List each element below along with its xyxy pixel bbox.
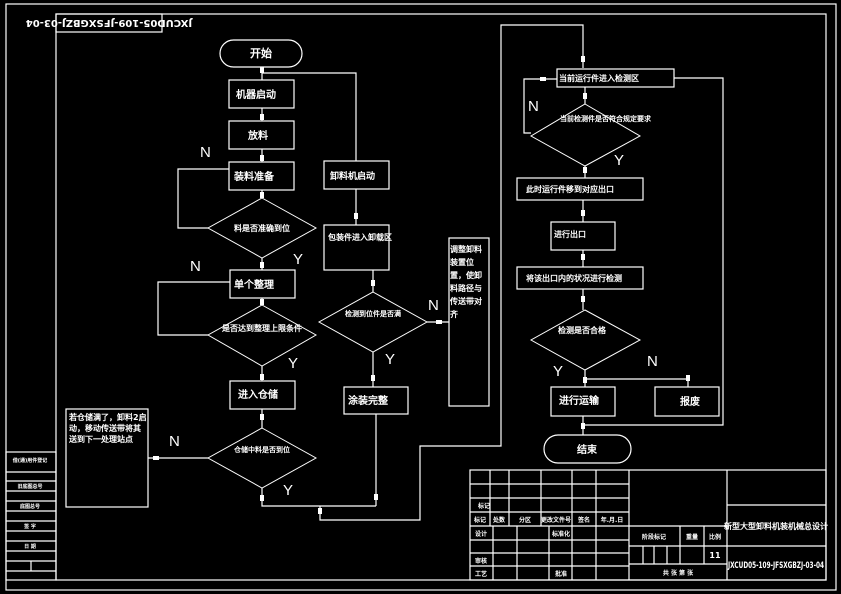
left-side-note-box: [65, 408, 149, 508]
enter-bin-label: 进入仓储: [238, 388, 278, 401]
yes-label: Y: [288, 355, 298, 372]
discard-box: [654, 386, 720, 417]
drawing-code: JXCUD05-109-JFSXGBZJ-03-04: [727, 561, 824, 571]
left-strip: 借(通)用件登记 旧底图总号 底图总号 签 字 日 期: [5, 451, 57, 581]
tb-header: 年.月.日: [601, 516, 624, 524]
decision-detect-label: 当前检测件是否符合规定要求: [560, 114, 652, 123]
decision-arrange-label: 是否达到整理上限条件: [221, 323, 302, 333]
no-label: N: [169, 433, 180, 450]
yes-label: Y: [614, 152, 624, 169]
decision-pack-label: 检测到位件是否满: [345, 309, 401, 318]
left-side-note-text: 若仓储满了，卸料2启动，移动传送带将其送到下一处理站点: [69, 413, 147, 444]
item-enter-label: 当前运行件进入检测区: [559, 73, 639, 83]
machine-start-label: 机器启动: [236, 88, 276, 101]
no-label: N: [190, 258, 201, 275]
decision-defect-label: 检测是否合格: [558, 325, 607, 335]
decision-bin-label: 仓储中料是否到位: [233, 445, 290, 454]
tb-review: 审核: [475, 557, 487, 565]
tb-mark: 标记: [477, 502, 490, 510]
pack-enter-box: [323, 224, 390, 271]
no-label: N: [528, 98, 539, 115]
middle-side-note-text: 调整卸料装置位置，使卸料路径与传送带对齐: [450, 245, 482, 319]
middle-side-note-box: [448, 237, 490, 407]
top-code-text: JXCUD05-109-JFSXGBZJ-03-04: [26, 17, 193, 28]
end-terminal: [543, 434, 632, 464]
outer-frame: [5, 3, 837, 591]
exit-port-label: 进行出口: [554, 229, 586, 239]
complete-label: 涂装完整: [348, 394, 388, 407]
tb-process: 工艺: [475, 570, 487, 578]
tb-sheet-count: 11: [709, 551, 721, 560]
tb-approve: 批准: [555, 570, 567, 578]
end-label: 结束: [577, 443, 598, 456]
pack-enter-label: 包装件进入卸载区: [327, 232, 392, 242]
decision-arrange: [206, 304, 318, 367]
tb-design: 设计: [475, 530, 487, 538]
no-label: N: [647, 353, 658, 370]
yes-label: Y: [293, 251, 303, 268]
move-to-exit-box: [516, 177, 644, 201]
no-label: N: [428, 297, 439, 314]
decision-pack: [317, 291, 429, 353]
tb-header: 处数: [492, 516, 506, 524]
discard-label: 报废: [680, 395, 700, 408]
yes-label: Y: [385, 351, 395, 368]
tb-weight: 重量: [686, 533, 698, 541]
yes-label: Y: [553, 363, 563, 380]
tb-sheets: 共 张 第 张: [663, 569, 694, 577]
move-to-exit-label: 此时运行件移到对应出口: [526, 184, 614, 194]
strip-item: 日 期: [24, 543, 36, 550]
decision-defect: [529, 309, 642, 371]
inner-frame: [55, 13, 827, 581]
tb-header: 标记: [473, 516, 486, 524]
strip-item: 旧底图总号: [17, 483, 42, 490]
strip-item: 签 字: [23, 523, 36, 530]
proceed-label: 进行运输: [559, 394, 600, 407]
yes-label: Y: [283, 482, 293, 499]
align-label: 装料准备: [233, 170, 275, 183]
tb-stage: 阶段标记: [642, 533, 666, 541]
check-exit-box: [516, 266, 644, 290]
arrow-markers: [153, 56, 690, 514]
decision-align-label: 料是否准确到位: [234, 223, 290, 233]
title-block: 标记 标记 处数 分区 更改文件号 签名 年.月.日 设计 标准化 审核 工艺 …: [469, 469, 828, 581]
start-label: 开始: [250, 46, 272, 60]
unloader-start-label: 卸料机启动: [330, 170, 375, 182]
no-label: N: [200, 144, 211, 161]
check-exit-label: 将该出口内的状况进行检测: [526, 273, 622, 283]
strip-item: 底图总号: [19, 503, 40, 510]
top-code-box: [55, 13, 163, 33]
feed-label: 放料: [247, 129, 268, 142]
drawing-title: 新型大型卸料机装机械总设计: [724, 521, 828, 531]
strip-item: 借(通)用件登记: [12, 457, 48, 464]
tb-standard: 标准化: [551, 530, 570, 538]
decision-bin: [206, 427, 318, 489]
tb-header: 签名: [577, 516, 590, 524]
tb-header: 更改文件号: [541, 516, 571, 524]
tb-header: 分区: [519, 516, 531, 524]
tb-scale: 比例: [709, 533, 721, 541]
single-arrange-label: 单个整理: [234, 278, 274, 291]
